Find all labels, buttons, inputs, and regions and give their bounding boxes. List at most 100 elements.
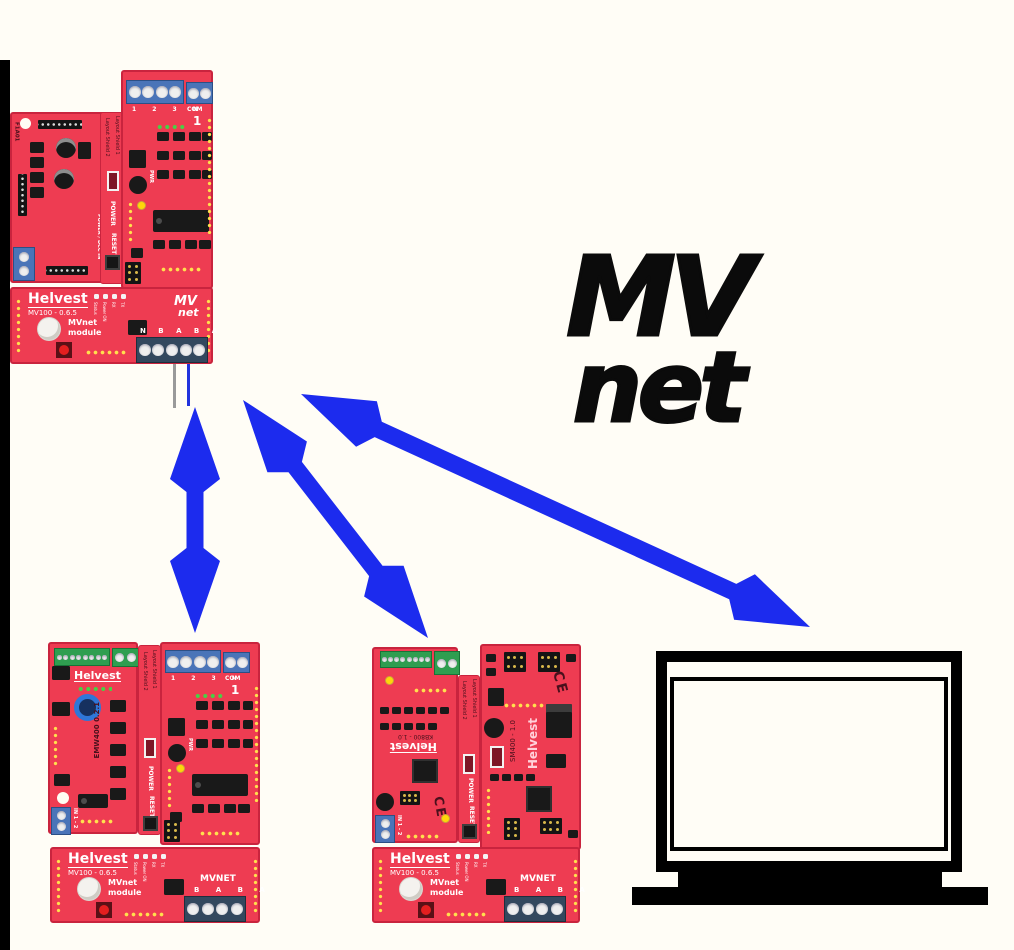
mosfet (110, 722, 126, 734)
solder-pads (572, 857, 579, 915)
terminal-numbers-label: 1 2 3 N (171, 675, 244, 682)
resistor-array (157, 132, 169, 141)
terminal-hole (19, 252, 29, 262)
top-shield-board: 1 2 3 N COM 1 PWR (121, 70, 213, 289)
solder-pads (253, 684, 260, 802)
input-label: IN 1 - 2 (396, 815, 402, 836)
status-led (134, 854, 139, 859)
resistor-array (224, 804, 236, 813)
status-led (103, 294, 108, 299)
channel-one-label: 1 (231, 683, 240, 697)
ic-chip (488, 688, 504, 706)
bc-kb800-board: KB800 - 1.0 Helvest CE IN 1 - 2 (372, 647, 460, 843)
logo-line-mv: MV (565, 233, 757, 361)
terminal-hole (155, 86, 168, 98)
reset-label: RESET (148, 796, 155, 818)
terminal-hole (169, 86, 182, 98)
resistor-array (392, 723, 401, 730)
mvnet-bus-arrow-1 (170, 407, 220, 633)
solder-pads (127, 200, 134, 244)
power-fuse (107, 171, 119, 191)
green-terminal-block (380, 651, 432, 668)
led-label: Power ON (102, 302, 107, 322)
ic-chip (170, 812, 182, 822)
resistor-array (228, 701, 240, 710)
solder-pads (52, 724, 59, 768)
ic-chip (486, 668, 496, 676)
solder-pads (412, 687, 448, 694)
logo-line-net: net (571, 331, 747, 444)
resistor-array (404, 723, 413, 730)
solder-pads (159, 266, 203, 273)
resistor-array (189, 170, 201, 179)
resistor-array (526, 774, 535, 781)
soic-ic (486, 879, 506, 895)
wire-gray (173, 362, 176, 408)
terminal-hole (142, 86, 155, 98)
power-label: POWER (147, 766, 154, 791)
led-label: TX (160, 862, 165, 868)
resistor-array (380, 707, 389, 714)
left-edge-bar (0, 60, 10, 950)
status-led (474, 854, 479, 859)
solder-pads (205, 297, 212, 355)
ic-chip (78, 142, 91, 159)
green-terminal-block (54, 648, 110, 666)
rotary-knob (78, 878, 100, 900)
bc-sm400-board: CE SM400 - 1.0 Helvest (480, 644, 581, 850)
com-terminal-block (186, 82, 213, 104)
yellow-led (138, 202, 145, 209)
board-id-label: SM400 - 1.0 (509, 720, 517, 762)
jumper-header (540, 818, 562, 834)
resistor-array (238, 804, 250, 813)
brand-label: Helvest (28, 291, 88, 308)
board-id-label: EMW400 0.2.1 (93, 702, 101, 759)
mosfet (52, 702, 70, 716)
laptop-keyboard-bar (632, 887, 988, 905)
bus-name-label: MVNET (520, 874, 556, 884)
ic-chip (131, 248, 143, 258)
output-terminal-block (165, 650, 221, 673)
mosfet (110, 744, 126, 756)
resistor-array (490, 774, 499, 781)
resistor-array (416, 707, 425, 714)
mvnet-logo: MV (540, 233, 775, 361)
led-label: Power ON (464, 862, 469, 882)
transistor (168, 718, 185, 736)
jumper-header (164, 820, 180, 842)
resistor-array (189, 151, 201, 160)
top-shield-strip: Layout Shield 1 Layout Shield 2 POWER RE… (100, 112, 124, 284)
terminal-hole (179, 344, 192, 356)
reset-button (143, 816, 158, 831)
power-terminal-block (13, 247, 35, 281)
resistor-array (428, 707, 437, 714)
board-id-label: KB800 - 1.0 (398, 733, 434, 740)
status-led (483, 854, 488, 859)
reset-button (418, 902, 434, 918)
ic-chip (486, 654, 496, 662)
laptop-hinge-base (678, 871, 942, 888)
shield-strip-label: Layout Shield 1 (471, 679, 477, 718)
status-led-row (76, 686, 112, 692)
bus-terminal-labels: B A B A (194, 886, 272, 894)
transistor (129, 176, 147, 194)
bl-shield-strip: Layout Shield 1 Layout Shield 2 POWER RE… (138, 645, 161, 835)
led-label: Power ON (142, 862, 147, 882)
resistor-array (169, 240, 181, 249)
ic-chip (30, 142, 44, 153)
solder-pads (206, 116, 213, 234)
led-label: RX (473, 862, 478, 868)
shield-strip-label: Layout Shield 2 (461, 681, 467, 720)
mount-hole (57, 792, 69, 804)
mvnet-terminal-block (504, 896, 566, 922)
shield-strip-label: Layout Shield 1 (151, 650, 157, 689)
resistor-array (189, 132, 201, 141)
module-label: module (430, 888, 464, 897)
rotary-knob (400, 878, 422, 900)
resistor-array (199, 240, 211, 249)
resistor-array (243, 720, 253, 729)
shield-strip-label: Layout Shield 1 (114, 116, 120, 155)
brand-label: Helvest (526, 718, 540, 770)
voltage-regulator (546, 704, 572, 738)
resistor-array (228, 720, 240, 729)
